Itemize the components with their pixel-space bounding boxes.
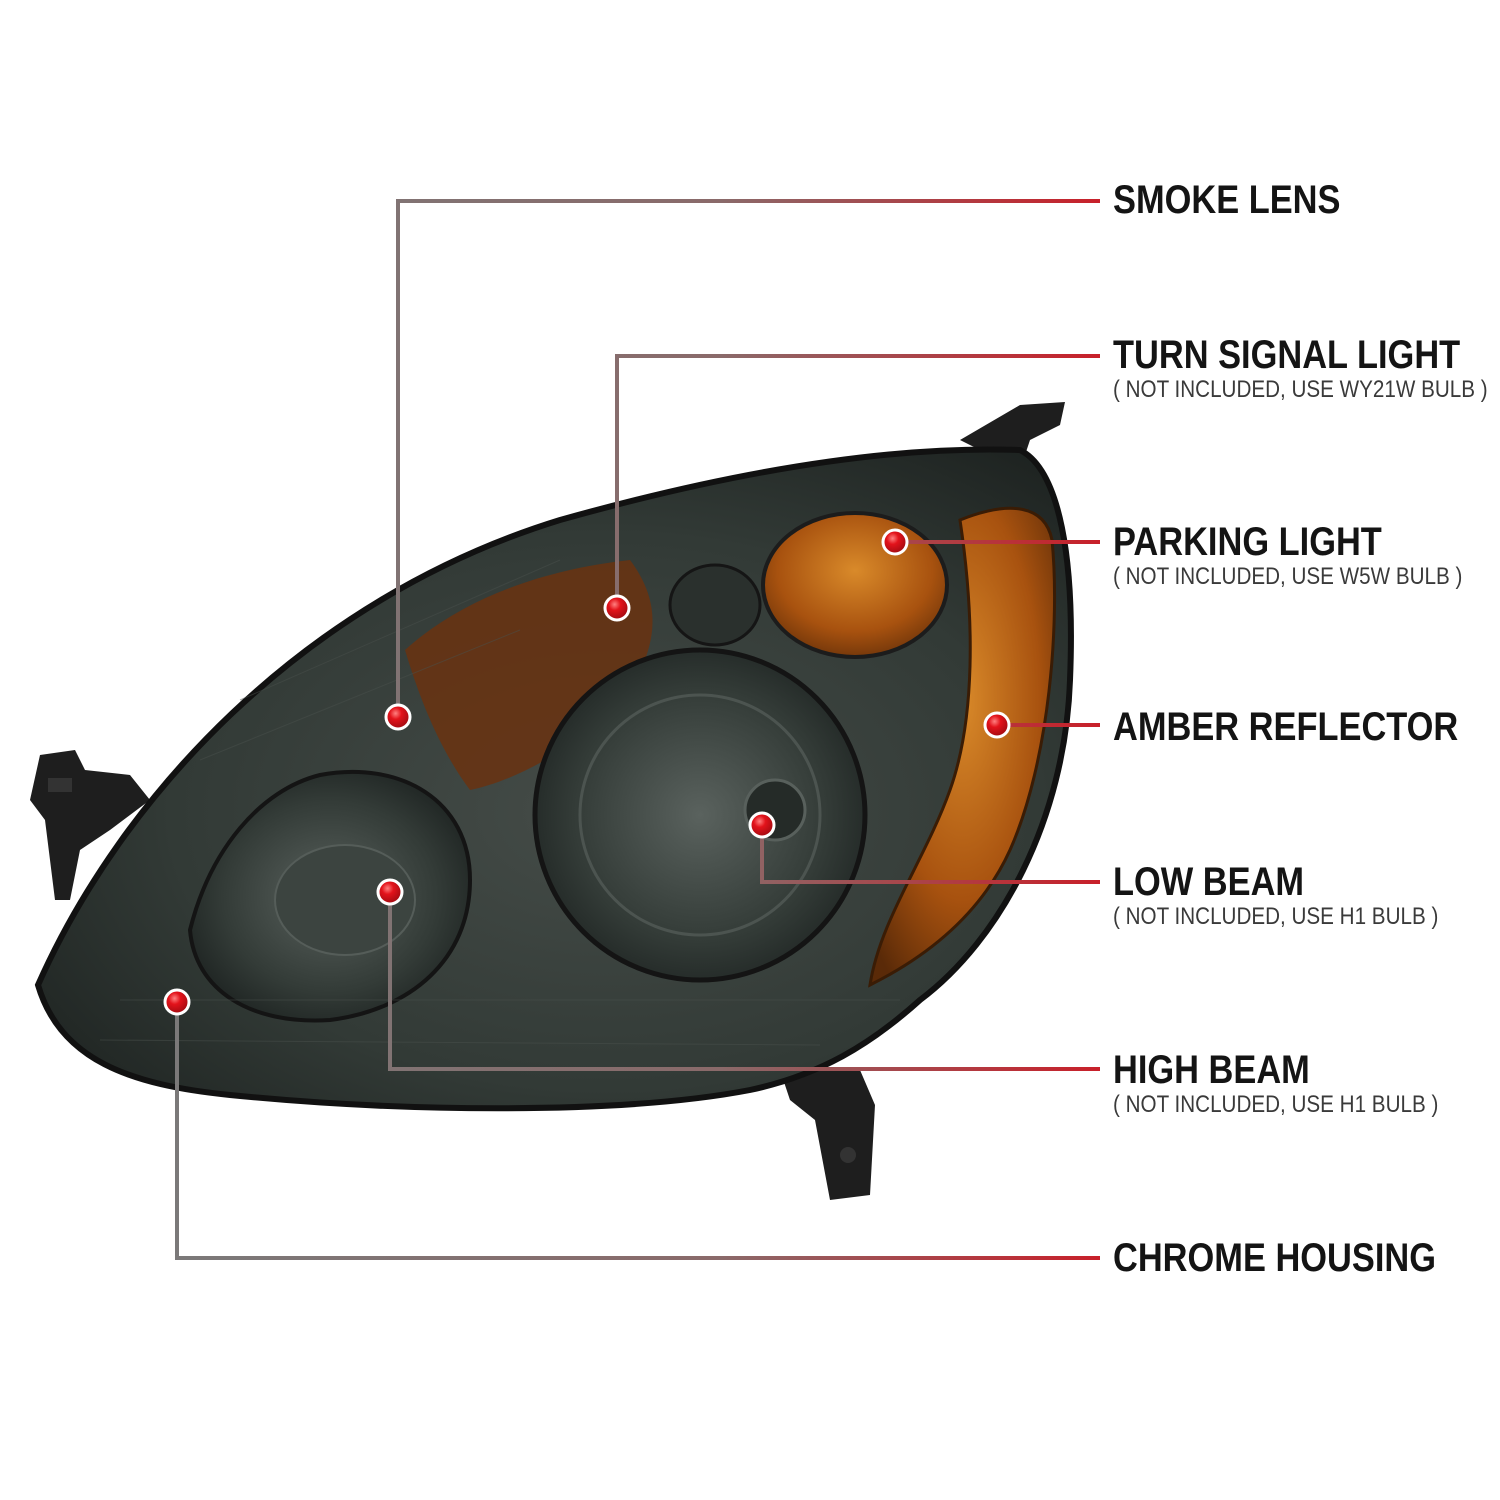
marker-chrome-housing <box>163 988 191 1016</box>
label-turn-signal-light: TURN SIGNAL LIGHT <box>1113 333 1461 377</box>
label-low-beam: LOW BEAM <box>1113 860 1305 904</box>
leader-low-beam <box>760 825 1100 884</box>
note-low-beam: ( NOT INCLUDED, USE H1 BULB ) <box>1113 903 1439 930</box>
mount-bracket-top <box>960 402 1065 455</box>
low-beam-bowl <box>532 647 868 983</box>
marker-parking-light <box>881 528 909 556</box>
leader-smoke-lens <box>396 199 1100 717</box>
label-chrome-housing: CHROME HOUSING <box>1113 1236 1436 1280</box>
label-high-beam: HIGH BEAM <box>1113 1048 1310 1092</box>
lens-texture <box>99 559 900 1046</box>
marker-amber-reflector <box>983 711 1011 739</box>
label-smoke-lens: SMOKE LENS <box>1113 178 1341 222</box>
leader-chrome-housing <box>175 1002 1100 1260</box>
note-high-beam: ( NOT INCLUDED, USE H1 BULB ) <box>1113 1091 1439 1118</box>
label-parking-light: PARKING LIGHT <box>1113 520 1382 564</box>
leader-turn-signal-light <box>615 354 1100 608</box>
note-turn-signal-light: ( NOT INCLUDED, USE WY21W BULB ) <box>1113 376 1488 403</box>
parking-light-bowl <box>761 511 949 659</box>
marker-smoke-lens <box>384 703 412 731</box>
note-parking-light: ( NOT INCLUDED, USE W5W BULB ) <box>1113 563 1463 590</box>
marker-turn-signal-light <box>603 594 631 622</box>
high-beam-reflector <box>274 844 416 956</box>
leader-high-beam <box>388 892 1100 1071</box>
turn-bulb-housing <box>668 563 762 647</box>
marker-low-beam <box>748 811 776 839</box>
mount-bracket-left <box>30 750 150 900</box>
marker-high-beam <box>376 878 404 906</box>
low-beam-reflector-ring <box>578 693 822 937</box>
turn-signal-reflector <box>405 560 653 790</box>
label-amber-reflector: AMBER REFLECTOR <box>1113 705 1459 749</box>
mount-bracket-bottom <box>780 1070 875 1200</box>
